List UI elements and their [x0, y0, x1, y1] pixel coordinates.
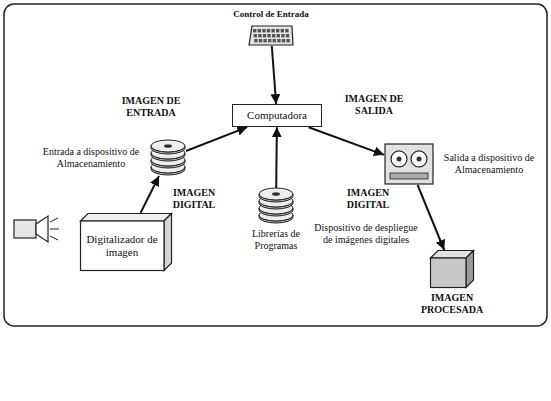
process-box: Computadora [232, 104, 322, 127]
node-label: Computadora [247, 109, 307, 122]
keyboard-node: Control de Entrada [248, 24, 294, 46]
frame [4, 4, 547, 326]
camera-icon [14, 216, 59, 242]
node-label: Entrada a dispositivo de Almacenamiento [36, 146, 146, 170]
node-label: Digitalizador de imagen [80, 221, 164, 271]
arrow-connector [418, 185, 445, 250]
node-label: Librerías de Programas [236, 228, 316, 252]
edge-label: IMAGEN DIGITAL [338, 186, 398, 212]
tape-node: Salida a dispositivo de Almacenamiento [384, 143, 434, 185]
edge-label: IMAGEN DE SALIDA [336, 92, 412, 118]
disk-icon [258, 190, 294, 224]
node-label: IMAGEN PROCESADA [412, 292, 492, 316]
edge-label: IMAGEN DIGITAL [164, 186, 224, 212]
arrow-connector [186, 127, 247, 151]
library-node: Librerías de Programas [258, 190, 294, 224]
arrow-connector [141, 176, 160, 213]
node-label: Salida a dispositivo de Almacenamiento [439, 152, 539, 176]
edge-label: IMAGEN DE ENTRADA [112, 94, 190, 120]
display-node: Dispositivo de despliegue de imágenes di… [430, 250, 474, 288]
keyboard-icon [248, 24, 294, 46]
arrow-connector [275, 127, 278, 190]
arrow-connector [272, 46, 276, 104]
cube2-icon [430, 250, 474, 288]
storage-node: Entrada a dispositivo de Almacenamiento [150, 140, 186, 176]
digitizer-box: Digitalizador de imagen [80, 213, 172, 271]
arrow-connector [309, 127, 384, 155]
node-label: Control de Entrada [211, 9, 331, 20]
disk-icon [150, 140, 186, 176]
tape-icon [384, 143, 434, 185]
node-label: Dispositivo de despliegue de imágenes di… [310, 222, 422, 246]
